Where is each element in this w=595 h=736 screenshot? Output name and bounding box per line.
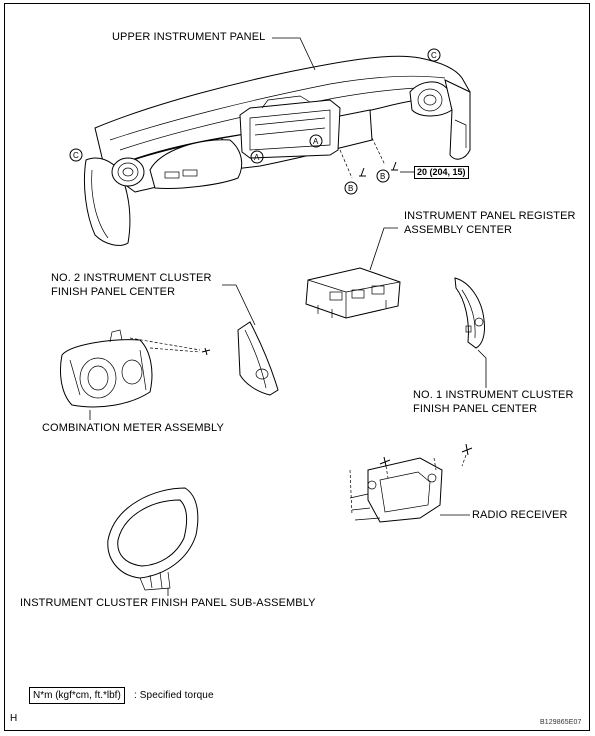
callout-b-left <box>344 181 358 195</box>
callout-c-right <box>427 48 441 62</box>
upper-instrument-panel-drawing <box>83 55 471 246</box>
cluster-sub-assembly-drawing <box>107 487 199 591</box>
no2-label-line1: NO. 2 INSTRUMENT CLUSTER <box>51 272 212 284</box>
torque-spec-box: 20 (204, 15) <box>414 166 469 179</box>
no1-leader <box>477 349 487 388</box>
callout-a-left <box>250 150 264 164</box>
radio-receiver-drawing <box>349 443 473 523</box>
figure-frame <box>4 3 590 731</box>
no1-label-line2: FINISH PANEL CENTER <box>413 403 538 415</box>
register-assembly-drawing <box>305 267 401 319</box>
callout-a-left-text: A <box>254 153 260 162</box>
callout-b-right-text: B <box>380 172 386 181</box>
torque-legend-text: : Specified torque <box>134 690 214 701</box>
torque-legend-box: N*m (kgf*cm, ft.*lbf) <box>29 687 125 704</box>
cluster-sub-label: INSTRUMENT CLUSTER FINISH PANEL SUB-ASSE… <box>20 597 316 609</box>
no2-finish-panel-drawing <box>237 321 279 396</box>
figure-code: B129865E07 <box>540 719 582 726</box>
callout-c-right-text: C <box>431 51 437 60</box>
radio-label: RADIO RECEIVER <box>472 509 568 521</box>
no1-finish-panel-drawing <box>454 277 485 349</box>
upper-instrument-panel-label: UPPER INSTRUMENT PANEL <box>112 31 266 43</box>
register-label-line2: ASSEMBLY CENTER <box>404 224 513 236</box>
meter-assembly-drawing <box>59 329 211 408</box>
no2-leader <box>222 284 256 326</box>
callout-c-left-text: C <box>73 151 79 160</box>
footer-letter: H <box>10 713 18 724</box>
no1-label-line1: NO. 1 INSTRUMENT CLUSTER <box>413 389 574 401</box>
callout-a-right <box>309 134 323 148</box>
register-leader <box>369 227 398 271</box>
callout-c-left <box>69 148 83 162</box>
callout-b-left-text: B <box>348 184 354 193</box>
callout-a-right-text: A <box>313 137 319 146</box>
register-label-line1: INSTRUMENT PANEL REGISTER <box>404 210 576 222</box>
upper-panel-leader <box>272 37 316 71</box>
meter-label: COMBINATION METER ASSEMBLY <box>42 422 224 434</box>
callout-b-right <box>376 169 390 183</box>
no2-label-line2: FINISH PANEL CENTER <box>51 286 176 298</box>
